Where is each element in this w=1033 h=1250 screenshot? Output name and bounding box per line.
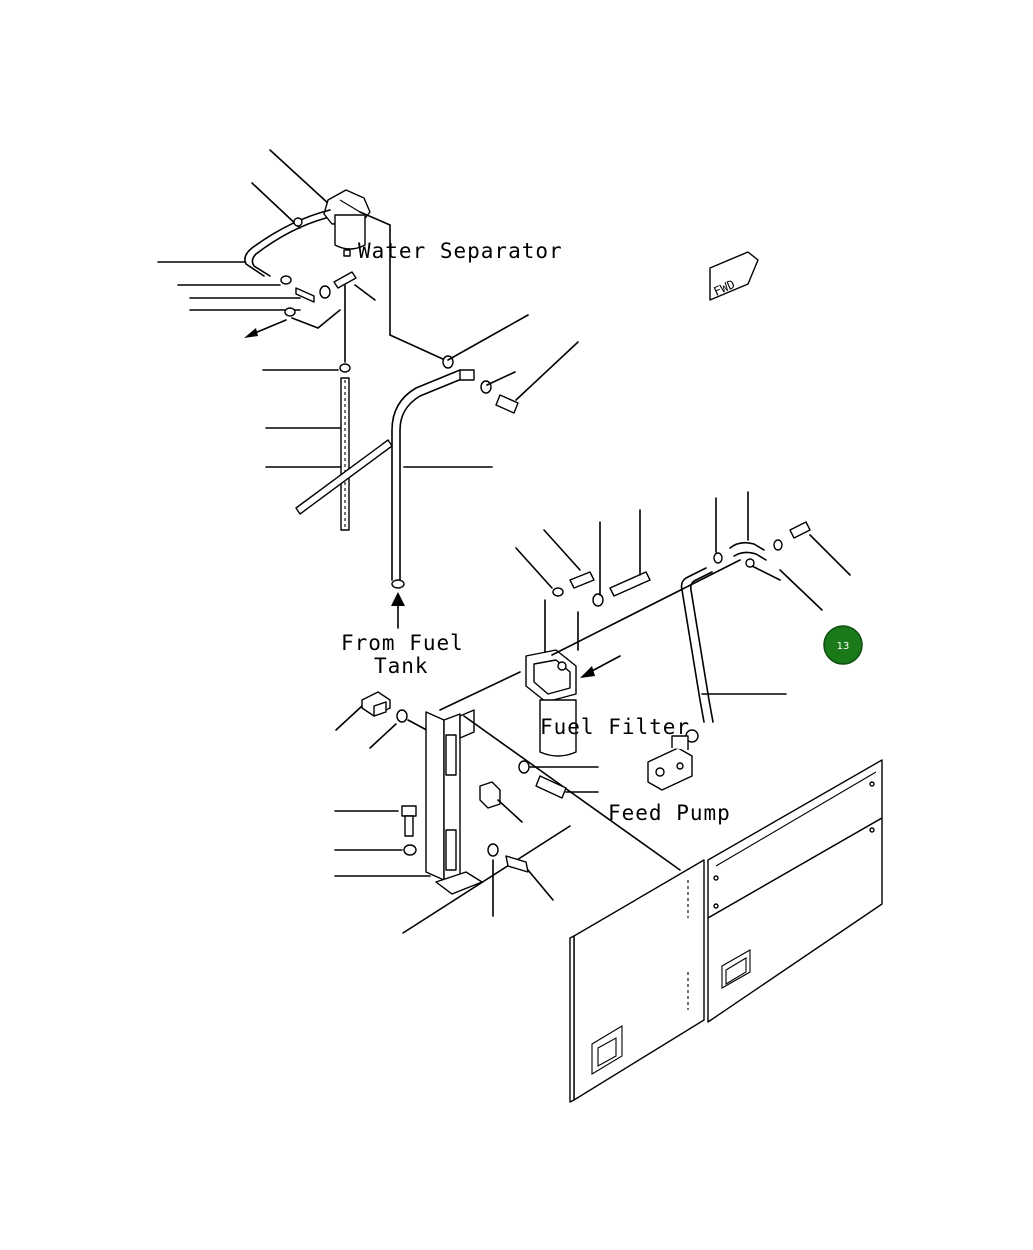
mounting-bracket-assembly (334, 691, 681, 934)
drain-pipe-assembly (262, 284, 393, 531)
feed-pump-label: Feed Pump (608, 801, 731, 825)
fuel-filter-label: Fuel Filter (540, 715, 690, 739)
return-hose-assembly (680, 491, 851, 723)
fuel-supply-line (391, 314, 579, 629)
water-separator-assembly (157, 149, 446, 361)
fuel-filter-assembly (439, 509, 741, 757)
from-fuel-tank-label-line2: Tank (374, 654, 429, 678)
callout-badge-13[interactable]: 13 (823, 625, 863, 665)
from-fuel-tank-label-line1: From Fuel (341, 631, 464, 655)
feed-pump (647, 729, 699, 791)
callout-number: 13 (837, 641, 850, 652)
access-panels (569, 759, 883, 1103)
water-separator-label: Water Separator (358, 239, 563, 263)
fwd-direction-marker: FWD (709, 251, 759, 301)
